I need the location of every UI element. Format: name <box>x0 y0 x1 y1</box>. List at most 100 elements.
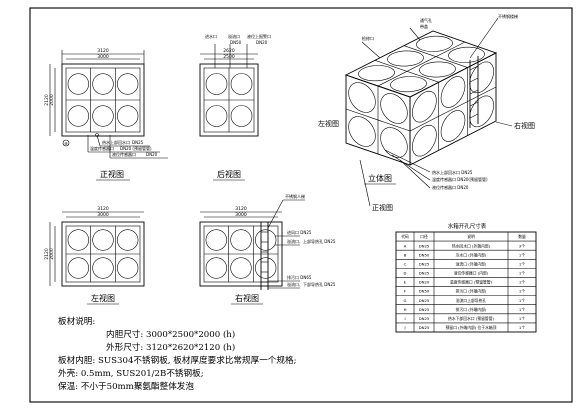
notes-heading: 板材说明: <box>58 317 96 327</box>
plate-notes: 板材说明: 内胆尺寸: 3000*2500*2000 (h) 外形尺寸: 312… <box>58 316 358 394</box>
table-cell: DN20 <box>419 280 430 285</box>
table-cell: A <box>404 243 407 248</box>
isometric-view-drawing: 通气孔 带盖 不锈钢楼梯 检修口 热水上部回水口 DN25 温度传感器口 DN2… <box>318 13 535 212</box>
back-panel-circle <box>205 73 228 95</box>
back-callout-level: 液位上报警口 <box>247 33 271 39</box>
front-panel-circle <box>92 73 114 95</box>
iso-callout-2: 温度传感器口 DN20(预留管管) <box>432 176 488 182</box>
front-width-inner: 3000 <box>97 54 109 60</box>
front-callout-1: 热水上部回水口 <box>102 139 130 145</box>
right-callout-4: 溢流口、下部导热孔 DN25 <box>287 281 336 287</box>
table-header-cell: 代码 <box>401 234 409 239</box>
iso-view-title: 立体图 <box>368 173 392 183</box>
table-cell: 温度传感器口 (预留管管) <box>450 280 493 285</box>
table-cell: DN50 <box>419 252 430 257</box>
left-panel-circle <box>92 257 114 279</box>
iso-callout-1: 热水上部回水口 DN25 <box>432 169 473 175</box>
back-callout-level-size: DN20 <box>256 40 268 45</box>
right-view-title: 右视图 <box>235 293 259 303</box>
back-callout-overflow: 溢流口 <box>228 33 240 39</box>
table-cell: J <box>403 325 405 330</box>
right-callout-ladder: 不锈钢人梯 <box>285 193 305 199</box>
notes-outer-size: 外形尺寸: 3120*2620*2120 (h) <box>106 343 236 353</box>
right-callout-3: 排污口 DN65 <box>287 274 312 280</box>
back-view-drawing: 2620 2500 进水口 溢流口 DN50 液位上报警口 DN20 后视图 <box>199 33 271 181</box>
front-callout-2: 温度传感器口 <box>90 145 114 151</box>
right-width-inner: 3000 <box>235 212 247 218</box>
iso-callout-vent: 通气孔 <box>420 17 432 23</box>
left-panel-circle <box>117 257 139 279</box>
iso-top-panel <box>358 65 395 82</box>
table-cell: H <box>404 307 407 312</box>
table-cell: E <box>404 280 407 285</box>
left-height-outer: 2120 <box>44 248 50 260</box>
table-cell: DN25 <box>419 325 430 330</box>
front-callout-1-note: DN25 <box>132 140 144 145</box>
front-width-outer: 3120 <box>97 48 109 54</box>
iso-top-panel <box>448 46 485 63</box>
back-callout-inlet-size: DN50 <box>230 40 242 45</box>
table-cell: C <box>404 261 407 266</box>
table-cell: 1个 <box>519 271 525 276</box>
table-cell: 预留口 (外端内部) 位于水箱顶 <box>446 325 497 330</box>
iso-top-panel <box>387 50 424 67</box>
table-cell: 1个 <box>519 316 525 321</box>
iso-front-panel <box>380 93 408 124</box>
table-cell: 热水回水口 (外端内部) <box>452 243 491 248</box>
left-panel-circle <box>92 229 114 251</box>
iso-front-panel <box>380 127 408 158</box>
table-cell: 3个 <box>519 243 525 248</box>
right-panel-circle <box>255 257 277 279</box>
back-callout-inlet: 进水口 <box>205 33 217 39</box>
table-header-cell: 数量 <box>518 234 526 239</box>
iso-callout-3: 液位传感器口 DN20 <box>432 184 469 190</box>
table-cell: DN25 <box>419 261 430 266</box>
front-panel-circle <box>117 105 139 127</box>
right-view-drawing: 3120 3000 不锈钢人梯 进风口 DN25 溢流口、上部导热孔 DN25 … <box>199 193 336 305</box>
left-width-inner: 3000 <box>97 212 109 218</box>
right-callout-2: 溢流口、上部导热孔 DN25 <box>287 238 336 244</box>
front-view-title: 正视图 <box>100 169 124 179</box>
table-cell: 1个 <box>519 289 525 294</box>
left-view-title: 左视图 <box>91 293 115 303</box>
iso-top-panel <box>419 61 456 78</box>
notes-inner-size: 内胆尺寸: 3000*2500*2000 (h) <box>106 330 236 340</box>
back-panel-circle <box>230 73 253 95</box>
iso-right-panel <box>440 110 466 142</box>
table-cell: 1个 <box>519 307 525 312</box>
table-cell: 溢流口上部导热孔 <box>456 298 487 303</box>
table-cell: DN50 <box>419 289 430 294</box>
front-view-drawing: 3120 3000 2120 2000 ⑧ 热水上部回水口 DN25 温度传感器… <box>44 48 168 181</box>
notes-insulation: 保温: 不小于50mm聚氨酯整体发泡 <box>58 382 194 392</box>
table-cell: 排污口 (外端内部) <box>456 289 487 294</box>
notes-inner-plate: 板材内胆: SUS304不锈钢板, 板材厚度要求比常规厚一个规格; <box>58 356 297 366</box>
table-cell: 排污口 (外端内部) <box>456 307 487 312</box>
left-panel-circle <box>67 229 89 251</box>
front-callout-3-note: DN20 <box>146 152 158 157</box>
left-panel-circle <box>67 257 89 279</box>
front-callout-3: 液位传感器口 <box>112 151 136 157</box>
front-height-inner: 2000 <box>49 94 55 106</box>
table-cell: 热水下部回水口 (预留管管) <box>448 316 494 321</box>
iso-callout-ladder: 不锈钢楼梯 <box>498 13 518 19</box>
right-panel-circle <box>205 257 227 279</box>
back-width-inner: 2500 <box>223 54 235 60</box>
iso-top-panel <box>390 76 427 93</box>
iso-right-label: 右视图 <box>514 121 535 130</box>
iso-right-panel <box>411 124 437 157</box>
table-cell: DN25 <box>419 316 430 321</box>
right-callout-1: 进风口 DN25 <box>287 229 312 235</box>
table-header-cell: 说明 <box>467 234 475 239</box>
table-title: 水箱开孔尺寸表 <box>448 222 487 230</box>
iso-front-label: 正视图 <box>372 203 393 212</box>
left-height-inner: 2000 <box>49 248 55 260</box>
iso-front-panel <box>348 116 376 147</box>
table-cell: DN25 <box>419 243 430 248</box>
table-cell: G <box>404 298 407 303</box>
right-width-outer: 3120 <box>235 206 247 212</box>
table-cell: 溢流口 (外端内部) <box>456 261 487 266</box>
iso-right-panel <box>469 95 494 128</box>
left-view-drawing: 3120 3000 2120 2000 左视图 <box>44 206 145 305</box>
table-header-cell: 口径 <box>420 234 428 239</box>
